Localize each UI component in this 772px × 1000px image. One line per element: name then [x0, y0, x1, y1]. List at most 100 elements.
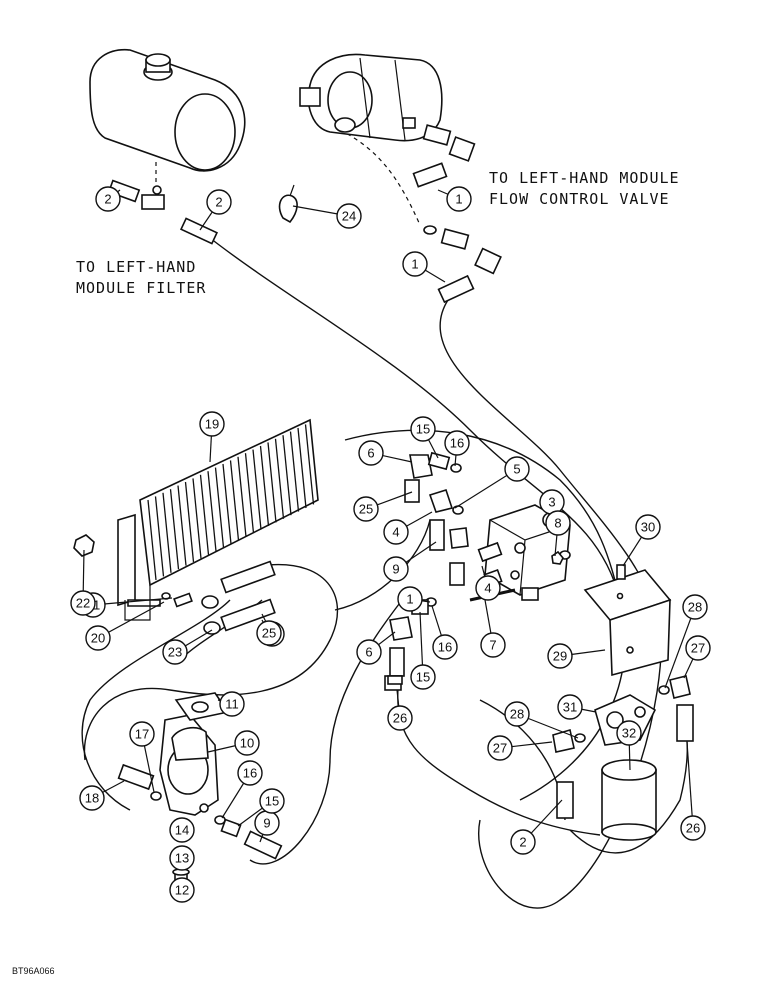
callout-number: 8 [554, 516, 561, 531]
callout-10: 10 [234, 730, 260, 756]
callout-17: 17 [129, 721, 155, 747]
callout-16: 16 [444, 430, 470, 456]
callout-number: 9 [263, 816, 270, 831]
cooler-fin [169, 489, 180, 570]
callout-number: 11 [225, 697, 239, 712]
callout-bubble [383, 519, 409, 545]
cooler-fin [237, 456, 247, 537]
callout-12: 12 [169, 877, 195, 903]
callout-30: 30 [635, 514, 661, 540]
cooler-fin [214, 467, 225, 548]
callout-number: 26 [686, 821, 700, 836]
flow-control-label-line-1: TO LEFT-HAND MODULE [489, 169, 680, 187]
callout-bubble [410, 416, 436, 442]
callout-bubble [402, 251, 428, 277]
cooler-fin [289, 431, 300, 512]
callout-bubble [446, 186, 472, 212]
cooler-fin [222, 463, 232, 545]
callout-bubble [432, 634, 458, 660]
callout-number: 15 [416, 670, 430, 685]
callout-15: 15 [410, 416, 436, 442]
tank-fittings [107, 179, 219, 245]
callout-number: 16 [450, 436, 464, 451]
callout-26: 26 [387, 705, 413, 731]
hydraulic-pump [159, 692, 230, 816]
callout-number: 28 [510, 707, 524, 722]
callout-4: 4 [383, 519, 409, 545]
callout-bubble [353, 496, 379, 522]
callout-27: 27 [487, 735, 513, 761]
callout-bubble [169, 845, 195, 871]
callout-22: 22 [70, 590, 96, 616]
callout-number: 14 [175, 823, 189, 838]
callout-number: 2 [215, 195, 222, 210]
cooler-fin [199, 474, 210, 555]
callout-bubble [545, 510, 571, 536]
callout-7: 7 [480, 632, 506, 658]
callout-13: 13 [169, 845, 195, 871]
cooler-fin [259, 445, 270, 527]
callout-25: 25 [353, 496, 379, 522]
callout-number: 2 [519, 835, 526, 850]
hose-clamp [278, 184, 298, 224]
callout-23: 23 [162, 639, 188, 665]
callout-number: 22 [76, 596, 90, 611]
callout-18: 18 [79, 785, 105, 811]
callout-number: 6 [367, 446, 374, 461]
callout-bubble [336, 203, 362, 229]
callout-bubble [547, 643, 573, 669]
callout-bubble [444, 430, 470, 456]
callout-16: 16 [432, 634, 458, 660]
callout-2: 2 [95, 186, 121, 212]
callout-1: 1 [397, 586, 423, 612]
filter-assembly [387, 675, 694, 841]
callout-bubble [410, 664, 436, 690]
flow-control-motor [299, 53, 443, 142]
callout-number: 1 [411, 257, 418, 272]
callout-bubble [199, 411, 225, 437]
cooler-fin [229, 460, 240, 541]
callout-number: 23 [168, 645, 182, 660]
callout-bubble [504, 456, 530, 482]
callout-number: 31 [563, 700, 577, 715]
cooler-hardware [73, 534, 276, 635]
callout-bubble [358, 440, 384, 466]
callout-bubble [259, 788, 285, 814]
callout-number: 4 [392, 525, 399, 540]
callout-bubble [475, 575, 501, 601]
callout-number: 17 [135, 727, 149, 742]
callout-bubble [397, 586, 423, 612]
callout-number: 25 [262, 626, 276, 641]
callout-2: 2 [510, 829, 536, 855]
callout-bubble [234, 730, 260, 756]
callout-leader [686, 741, 694, 829]
callout-number: 13 [175, 851, 189, 866]
callout-2: 2 [206, 189, 232, 215]
filter-label-line-2: MODULE FILTER [76, 279, 206, 297]
callout-28: 28 [504, 701, 530, 727]
callout-number: 10 [240, 736, 254, 751]
callout-9: 9 [254, 810, 280, 836]
callout-leader [664, 606, 696, 689]
filter-bracket [583, 564, 672, 677]
manifold-fittings [384, 451, 564, 691]
callout-number: 25 [359, 502, 373, 517]
callout-bubble [557, 694, 583, 720]
cooler-fin [184, 481, 195, 563]
callout-bubble [85, 625, 111, 651]
cooler-fin [244, 453, 255, 534]
callout-number: 15 [265, 794, 279, 809]
callout-bubble [70, 590, 96, 616]
callout-bubble [129, 721, 155, 747]
callout-number: 1 [455, 192, 462, 207]
callout-number: 27 [493, 741, 507, 756]
callout-number: 6 [365, 645, 372, 660]
callout-32: 32 [616, 720, 642, 746]
callout-19: 19 [199, 411, 225, 437]
cooler-fin [162, 492, 172, 573]
flow-control-label-line-2: FLOW CONTROL VALVE [489, 190, 670, 208]
callout-bubble [616, 720, 642, 746]
callout-bubble [504, 701, 530, 727]
